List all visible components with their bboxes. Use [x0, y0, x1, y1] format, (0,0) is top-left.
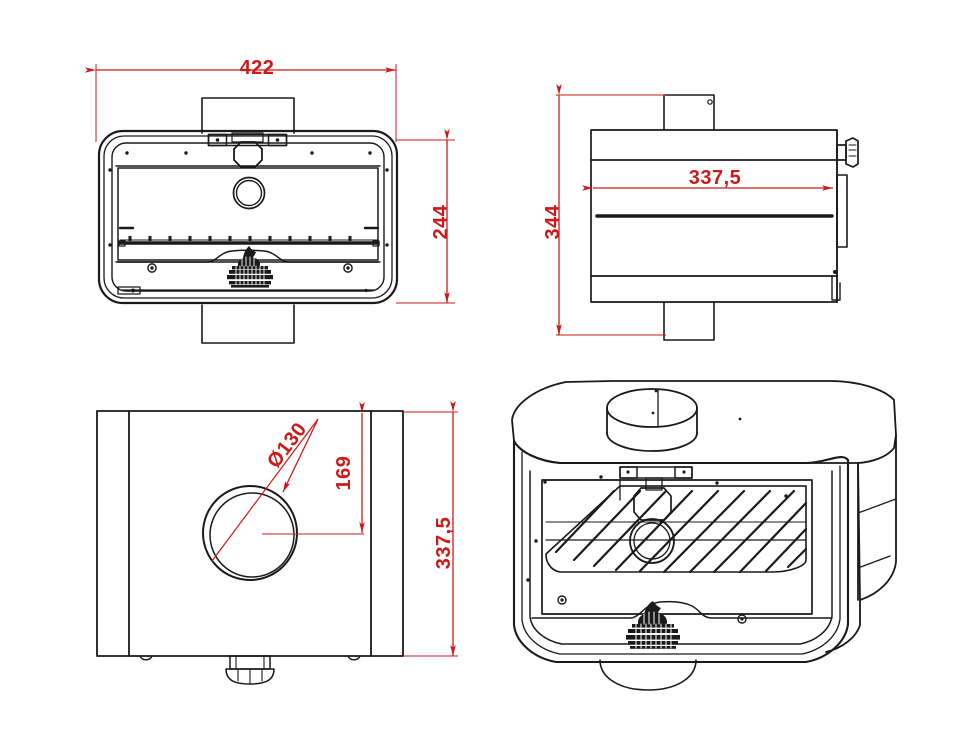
- dim-front-height-label: 244: [430, 204, 452, 239]
- front-foot-stub: [201, 304, 295, 344]
- front-rivets: [108, 151, 389, 247]
- dim-flue-offset-label: 169: [333, 456, 355, 491]
- front-logo-emblem: [227, 246, 273, 288]
- iso-cavity-back: [541, 479, 807, 501]
- iso-hinge-plate: [619, 466, 693, 479]
- iso-bottom-foot: [599, 659, 697, 691]
- side-view: [590, 94, 859, 341]
- top-flue-hole: [202, 485, 298, 581]
- top-center-fitting: [225, 655, 275, 685]
- iso-front-face: [512, 439, 850, 664]
- top-feet: [139, 655, 361, 661]
- dim-top-depth-label: 337,5: [433, 517, 455, 570]
- iso-logo-emblem: [626, 601, 680, 649]
- dim-side-depth-label: 337,5: [689, 167, 742, 189]
- front-view: [97, 97, 399, 344]
- iso-lower-apron: [531, 600, 833, 619]
- front-bottom-rail: [117, 286, 375, 295]
- iso-chimney-collar: [606, 388, 742, 452]
- side-latch-handle: [836, 137, 859, 168]
- iso-view: [511, 380, 897, 691]
- top-view-dimensions: [211, 401, 458, 657]
- side-flue-collar: [663, 94, 715, 131]
- front-view-port: [232, 176, 266, 210]
- dim-side-height-label: 344: [542, 204, 564, 239]
- iso-cooking-grate: [545, 485, 808, 574]
- iso-view-port: [629, 518, 675, 564]
- iso-rivets: [526, 475, 788, 582]
- front-view-dimensions: [85, 64, 455, 304]
- side-view-dimensions: [556, 84, 833, 336]
- iso-apron-screws: [557, 595, 747, 624]
- front-grate-bar: [118, 226, 380, 247]
- top-view: [96, 410, 404, 685]
- front-apron-screws: [147, 263, 353, 273]
- dim-front-width-label: 422: [240, 57, 275, 79]
- iso-opening: [541, 479, 813, 615]
- front-flue-stub: [201, 97, 295, 134]
- side-hinge-detail: [831, 270, 841, 301]
- side-foot-stub: [663, 301, 715, 341]
- front-handle-knob: [233, 141, 263, 168]
- front-outer-body: [97, 129, 399, 305]
- iso-door-frame: [529, 470, 833, 645]
